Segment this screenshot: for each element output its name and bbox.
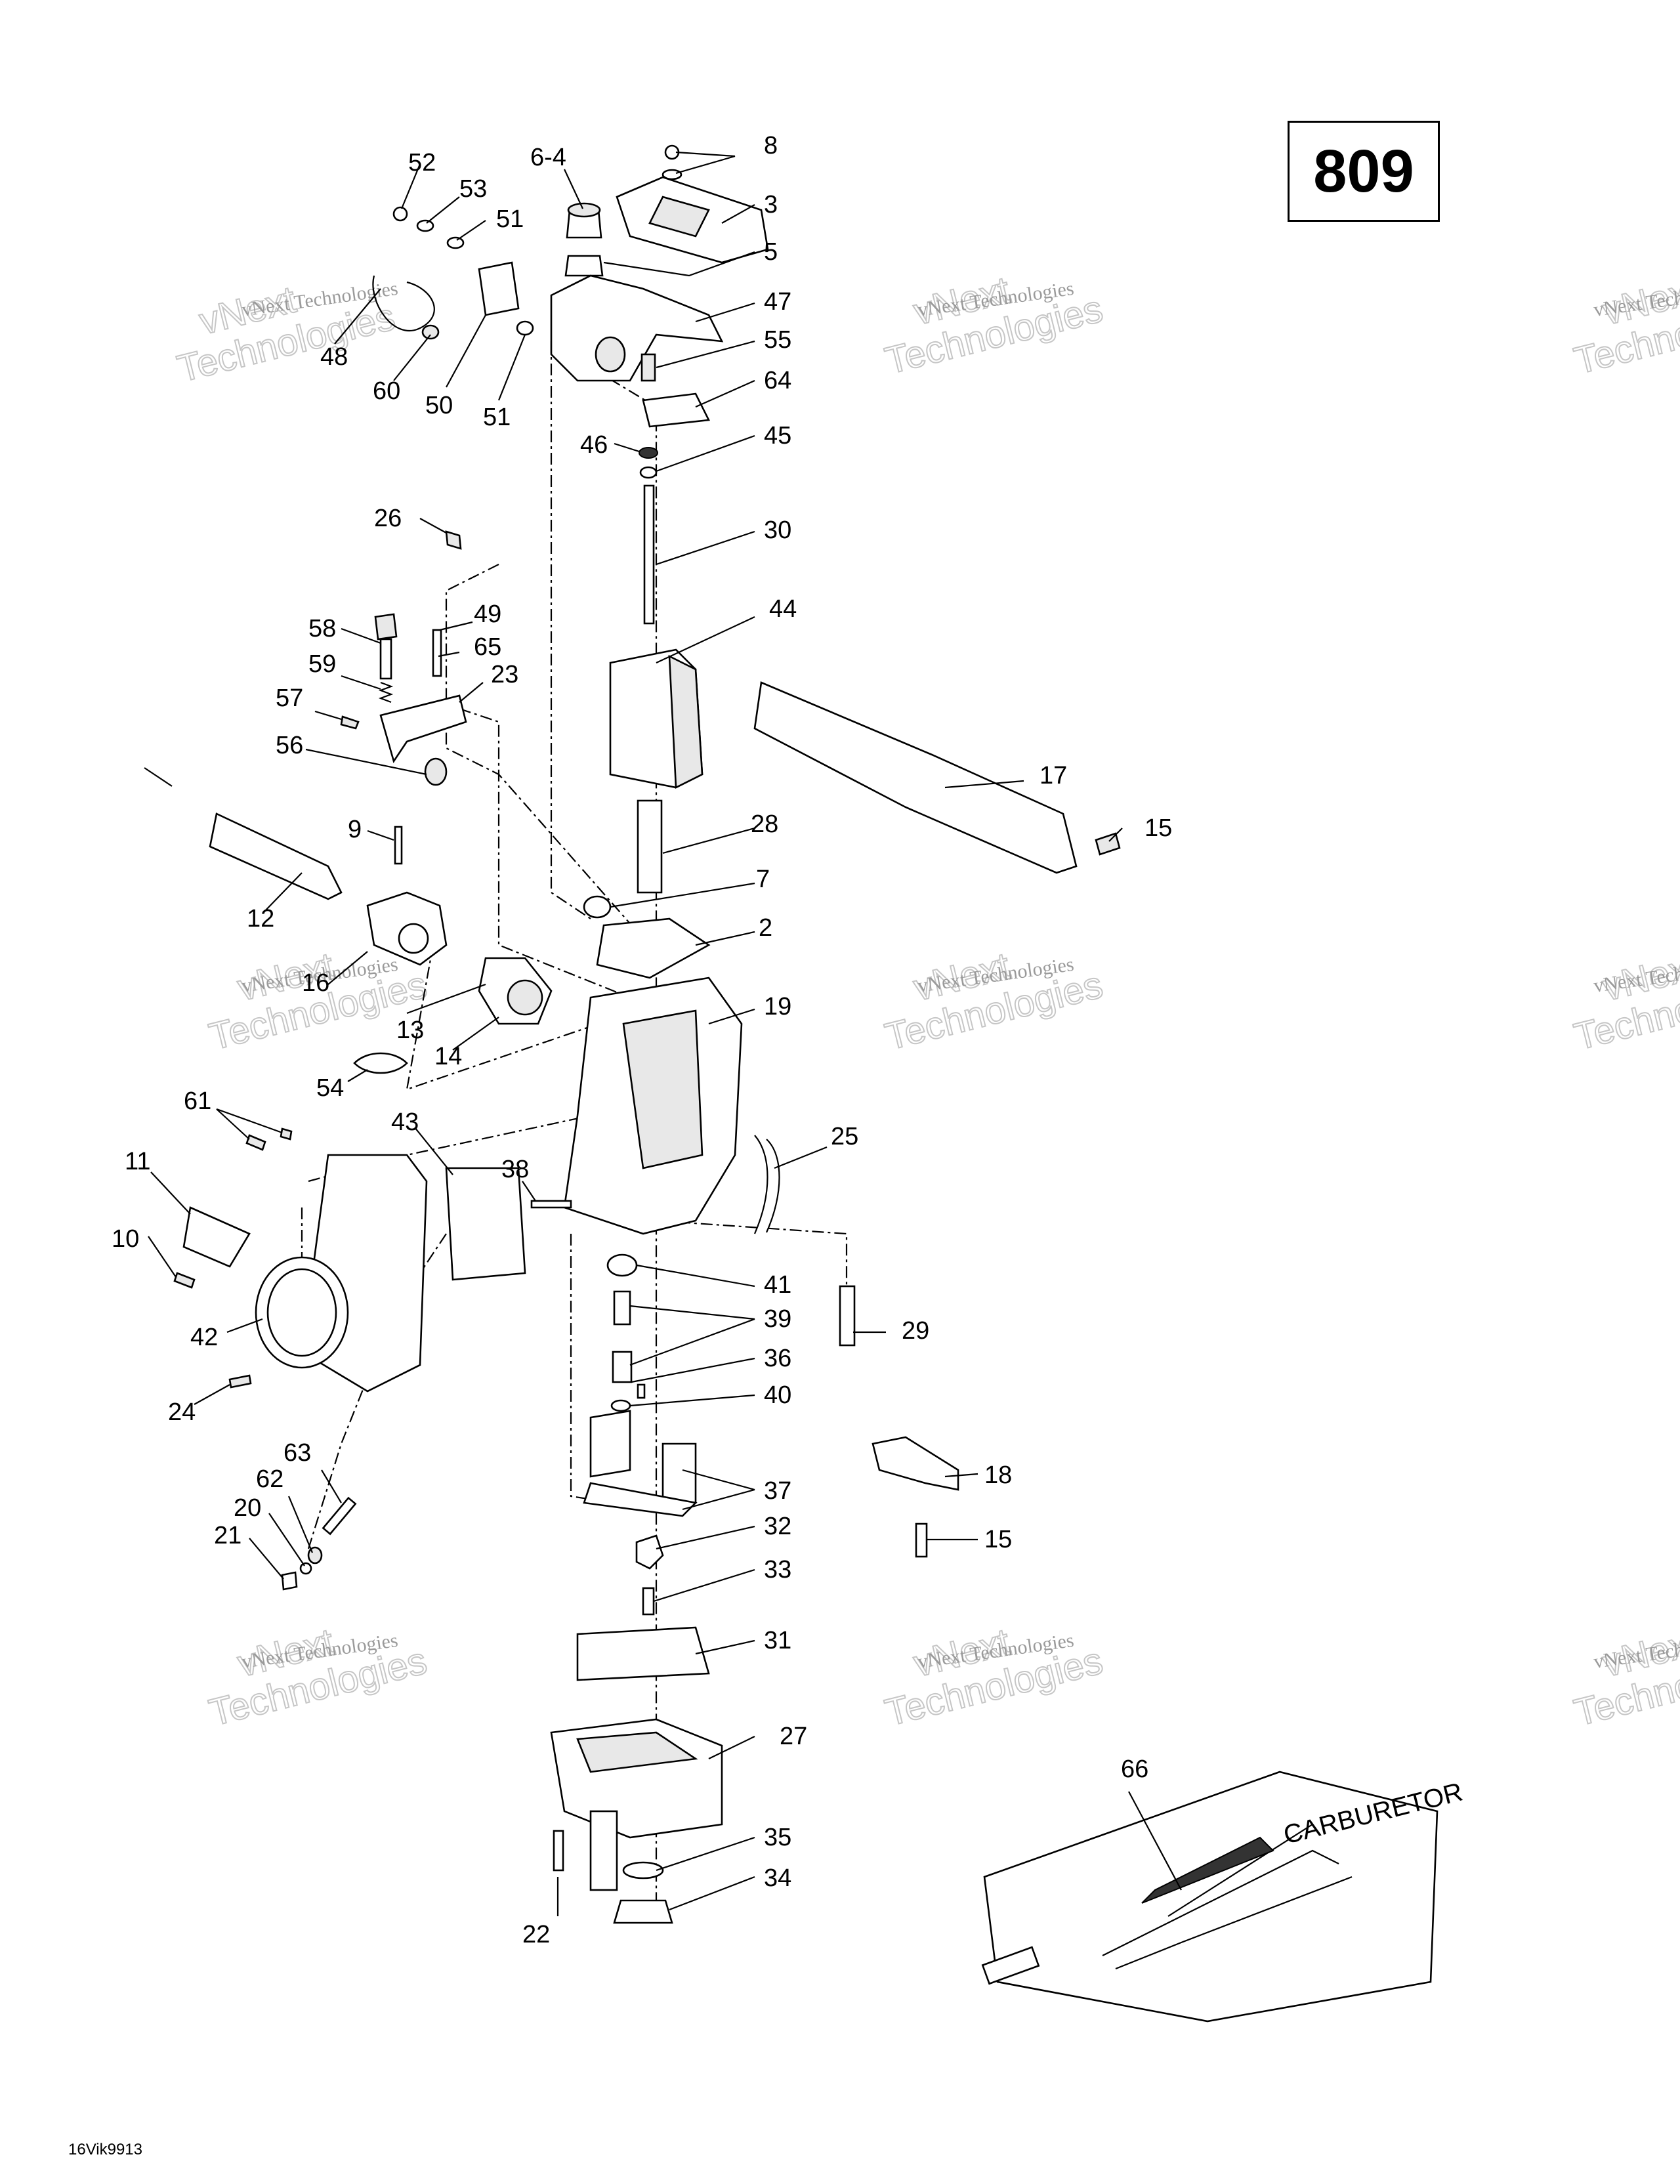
- callout: 15: [1144, 814, 1172, 842]
- callout: 19: [764, 993, 791, 1020]
- callout: 56: [276, 732, 303, 759]
- callout: 14: [434, 1043, 462, 1070]
- diagram-number-box: 809: [1288, 121, 1440, 222]
- callout: 51: [496, 205, 524, 233]
- diagram-number: 809: [1313, 137, 1414, 205]
- callout: 54: [316, 1074, 344, 1102]
- callout: 17: [1040, 762, 1067, 789]
- callout: 35: [764, 1824, 791, 1851]
- callout: 30: [764, 516, 791, 544]
- callout: 2: [759, 914, 772, 942]
- callout: 33: [764, 1556, 791, 1584]
- callout: 39: [764, 1305, 791, 1333]
- watermark-group: vNext Technologies vNext Technologies vN…: [173, 268, 1680, 1735]
- callout: 26: [374, 505, 402, 532]
- callout: 44: [769, 595, 797, 623]
- callout: 7: [756, 866, 770, 893]
- callout: 29: [902, 1317, 929, 1345]
- callout: 27: [780, 1723, 807, 1750]
- callout: 3: [764, 191, 778, 219]
- callout: 20: [234, 1494, 261, 1522]
- callout: 59: [308, 650, 336, 678]
- callout: 65: [474, 633, 501, 661]
- callout: 13: [396, 1017, 424, 1044]
- callout: 11: [125, 1148, 150, 1175]
- callout: 55: [764, 326, 791, 354]
- callout: 47: [764, 288, 791, 316]
- parts-drawings: [173, 144, 1438, 2023]
- callout: 9: [348, 816, 362, 843]
- callout: 32: [764, 1513, 791, 1540]
- callout: 51: [483, 404, 511, 431]
- callout: 31: [764, 1627, 791, 1654]
- callout: 34: [764, 1864, 791, 1892]
- leader-lines: [144, 151, 1182, 1916]
- callout: 18: [984, 1461, 1012, 1489]
- callout: 28: [751, 810, 778, 838]
- callout: 50: [425, 392, 453, 419]
- callout: 24: [168, 1398, 196, 1426]
- callout: 58: [308, 615, 336, 642]
- callout: 23: [491, 661, 518, 688]
- callout: 12: [247, 905, 274, 933]
- callout: 15: [984, 1526, 1012, 1553]
- callout: 66: [1121, 1755, 1148, 1783]
- callout: 21: [214, 1522, 242, 1549]
- callout: 45: [764, 422, 791, 450]
- callout: 25: [831, 1123, 858, 1150]
- callout: 48: [320, 343, 348, 371]
- callout: 8: [764, 132, 778, 159]
- callout: 53: [459, 175, 487, 203]
- callout: 61: [184, 1087, 211, 1115]
- document-reference: 16Vik9913: [68, 2141, 142, 2158]
- callout: 63: [284, 1439, 311, 1467]
- callout: 49: [474, 600, 501, 628]
- callout: 36: [764, 1345, 791, 1372]
- callout: 37: [764, 1477, 791, 1505]
- callout: 40: [764, 1381, 791, 1409]
- callout: 60: [373, 377, 400, 405]
- callout: 43: [391, 1108, 419, 1136]
- callout-labels: 52 53 51 6-4 8 3 5 47 55 64 46 45 48 60 …: [112, 132, 1172, 1948]
- callout: 46: [580, 431, 608, 459]
- callout: 6-4: [530, 144, 566, 171]
- callout: 38: [501, 1156, 529, 1183]
- callout: 22: [522, 1921, 550, 1948]
- callout: 52: [408, 149, 436, 177]
- callout: 16: [302, 969, 329, 997]
- callout: 10: [112, 1225, 139, 1253]
- callout: 62: [256, 1465, 284, 1493]
- callout: 41: [764, 1271, 791, 1299]
- callout: 64: [764, 367, 791, 394]
- callout: 5: [764, 238, 778, 266]
- callout: 42: [190, 1324, 218, 1351]
- callout: 57: [276, 684, 303, 712]
